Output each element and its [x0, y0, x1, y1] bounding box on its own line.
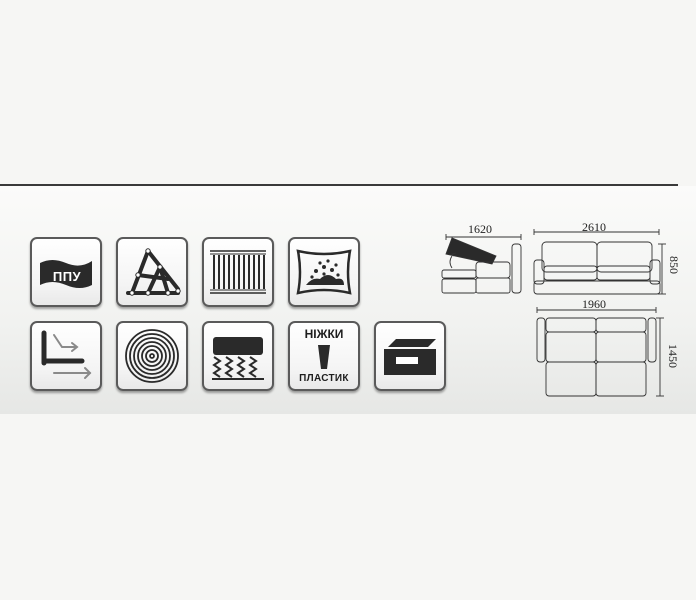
- slat-frame-icon: [210, 250, 266, 294]
- spiral-spring-icon: [125, 329, 179, 383]
- top-divider-line: [0, 184, 678, 186]
- top-view-drawing: [536, 307, 664, 397]
- side-view-drawing: [441, 234, 522, 294]
- front-view-drawing: [533, 229, 666, 295]
- folding-mechanism-icon: [126, 248, 181, 296]
- sleep-length-dimension: 1450: [666, 344, 680, 368]
- folding-mechanism-tile: [116, 237, 188, 307]
- ppu-foam-icon: [40, 260, 92, 288]
- filler-cushion-tile: [288, 237, 360, 307]
- spring-block-tile: [202, 321, 274, 391]
- storage-box-icon: [384, 339, 436, 375]
- legs-material: ПЛАСТИК: [299, 373, 349, 384]
- spring-block-icon: [212, 337, 264, 380]
- slat-frame-tile: [202, 237, 274, 307]
- ppu-foam-tile: ППУ: [30, 237, 102, 307]
- legs-title: НІЖКИ: [304, 327, 344, 341]
- sleep-width-dimension: 1960: [582, 297, 606, 311]
- plastic-legs-tile: НІЖКИ ПЛАСТИК: [288, 321, 360, 391]
- total-width-dimension: 2610: [582, 220, 606, 234]
- leg-icon: [318, 345, 330, 369]
- spiral-spring-tile: [116, 321, 188, 391]
- transformation-tile: [30, 321, 102, 391]
- storage-box-tile: [374, 321, 446, 391]
- seat-depth-dimension: 1620: [468, 222, 492, 236]
- ppu-label: ППУ: [52, 269, 82, 284]
- filler-cushion-icon: [296, 249, 352, 295]
- transformation-arrows-icon: [41, 330, 92, 379]
- height-dimension: 850: [667, 256, 681, 274]
